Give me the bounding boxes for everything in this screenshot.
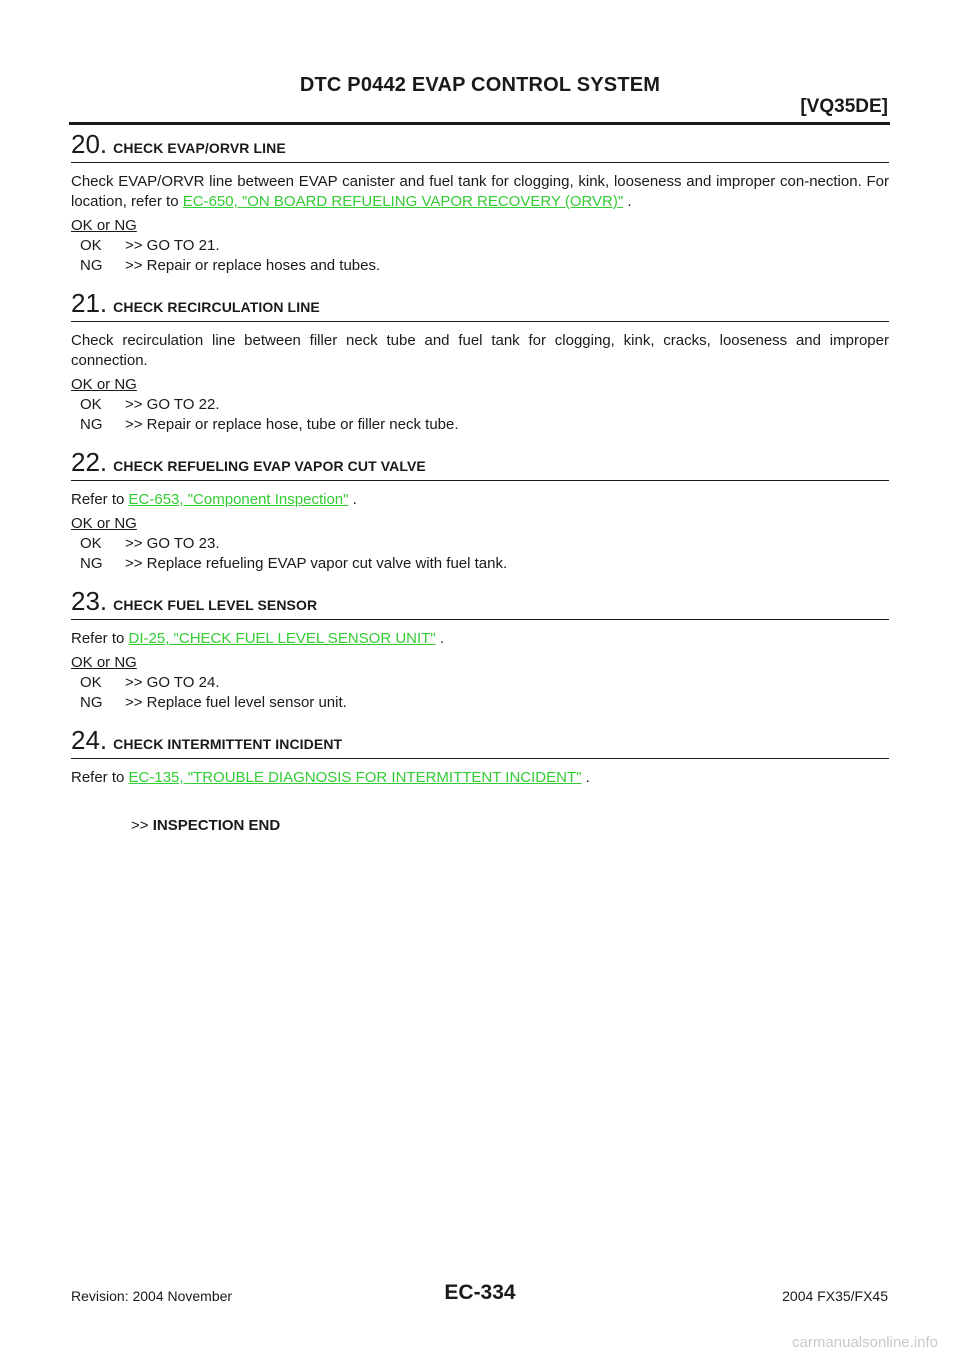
step-text-suffix: .: [348, 491, 357, 508]
engine-model-label: [VQ35DE]: [800, 96, 888, 117]
reference-link[interactable]: DI-25, "CHECK FUEL LEVEL SENSOR UNIT": [128, 630, 436, 647]
result-code: NG: [80, 694, 103, 711]
ok-or-ng-label: OK or NG: [71, 376, 137, 393]
result-ok: OK >> GO TO 24.: [80, 673, 889, 693]
step-number: 22.: [71, 447, 108, 477]
result-action: >> GO TO 23.: [125, 535, 220, 552]
result-code: NG: [80, 257, 103, 274]
step-text: Refer to: [71, 630, 129, 647]
step-20: 20. CHECK EVAP/ORVR LINE Check EVAP/ORVR…: [71, 130, 889, 276]
step-title: CHECK RECIRCULATION LINE: [113, 299, 320, 315]
result-list: OK >> GO TO 24. NG >> Replace fuel level…: [71, 673, 889, 713]
step-text-suffix: .: [435, 630, 444, 647]
step-23: 23. CHECK FUEL LEVEL SENSOR Refer to DI-…: [71, 587, 889, 713]
step-text: Refer to: [71, 769, 129, 786]
step-text-suffix: .: [623, 193, 632, 210]
end-label: INSPECTION END: [152, 817, 281, 834]
step-title: CHECK FUEL LEVEL SENSOR: [113, 597, 318, 613]
result-action: >> Repair or replace hoses and tubes.: [125, 257, 381, 274]
ok-or-ng-label: OK or NG: [71, 217, 137, 234]
header-divider: [69, 122, 890, 125]
step-title: CHECK EVAP/ORVR LINE: [113, 140, 286, 156]
step-title: CHECK REFUELING EVAP VAPOR CUT VALVE: [113, 458, 426, 474]
result-list: OK >> GO TO 22. NG >> Repair or replace …: [71, 395, 889, 435]
result-ng: NG >> Repair or replace hoses and tubes.: [80, 256, 889, 276]
step-text-suffix: .: [581, 769, 590, 786]
result-list: OK >> GO TO 21. NG >> Repair or replace …: [71, 236, 889, 276]
reference-link[interactable]: EC-135, "TROUBLE DIAGNOSIS FOR INTERMITT…: [128, 769, 582, 786]
step-text: Check EVAP/ORVR line between EVAP canist…: [71, 173, 889, 210]
result-action: >> Replace refueling EVAP vapor cut valv…: [125, 555, 508, 572]
result-code: NG: [80, 555, 103, 572]
result-action: >> GO TO 22.: [125, 396, 220, 413]
step-heading: 21. CHECK RECIRCULATION LINE: [71, 289, 889, 322]
step-description: Refer to DI-25, "CHECK FUEL LEVEL SENSOR…: [71, 629, 889, 649]
step-heading: 24. CHECK INTERMITTENT INCIDENT: [71, 726, 889, 759]
step-number: 20.: [71, 129, 108, 159]
result-list: OK >> GO TO 23. NG >> Replace refueling …: [71, 534, 889, 574]
result-ng: NG >> Replace refueling EVAP vapor cut v…: [80, 554, 889, 574]
document-body: 20. CHECK EVAP/ORVR LINE Check EVAP/ORVR…: [71, 130, 889, 836]
end-arrow: >>: [131, 817, 149, 834]
step-heading: 20. CHECK EVAP/ORVR LINE: [71, 130, 889, 163]
ok-or-ng-label: OK or NG: [71, 515, 137, 532]
result-code: OK: [80, 237, 102, 254]
step-title: CHECK INTERMITTENT INCIDENT: [113, 736, 343, 752]
watermark: carmanualsonline.info: [792, 1334, 938, 1351]
step-heading: 22. CHECK REFUELING EVAP VAPOR CUT VALVE: [71, 448, 889, 481]
step-22: 22. CHECK REFUELING EVAP VAPOR CUT VALVE…: [71, 448, 889, 574]
step-description: Check EVAP/ORVR line between EVAP canist…: [71, 172, 889, 212]
result-ok: OK >> GO TO 23.: [80, 534, 889, 554]
vehicle-model-label: 2004 FX35/FX45: [782, 1288, 888, 1304]
step-number: 24.: [71, 725, 108, 755]
step-description: Check recirculation line between filler …: [71, 332, 889, 369]
result-code: OK: [80, 535, 102, 552]
reference-link[interactable]: EC-650, "ON BOARD REFUELING VAPOR RECOVE…: [182, 193, 624, 210]
inspection-end: >> INSPECTION END: [71, 816, 889, 836]
result-action: >> GO TO 21.: [125, 237, 220, 254]
result-action: >> Replace fuel level sensor unit.: [125, 694, 347, 711]
page-number: EC-334: [444, 1281, 516, 1304]
result-ng: NG >> Replace fuel level sensor unit.: [80, 693, 889, 713]
result-code: OK: [80, 674, 102, 691]
result-ok: OK >> GO TO 21.: [80, 236, 889, 256]
result-ng: NG >> Repair or replace hose, tube or fi…: [80, 415, 889, 435]
step-description: Refer to EC-653, "Component Inspection" …: [71, 490, 889, 510]
reference-link[interactable]: EC-653, "Component Inspection": [128, 491, 349, 508]
step-heading: 23. CHECK FUEL LEVEL SENSOR: [71, 587, 889, 620]
step-21: 21. CHECK RECIRCULATION LINE Check recir…: [71, 289, 889, 435]
step-number: 23.: [71, 586, 108, 616]
page-title: DTC P0442 EVAP CONTROL SYSTEM: [299, 74, 661, 96]
result-action: >> GO TO 24.: [125, 674, 220, 691]
step-number: 21.: [71, 288, 108, 318]
result-action: >> Repair or replace hose, tube or fille…: [125, 416, 459, 433]
ok-or-ng-label: OK or NG: [71, 654, 137, 671]
result-ok: OK >> GO TO 22.: [80, 395, 889, 415]
revision-label: Revision: 2004 November: [71, 1288, 233, 1304]
step-description: Refer to EC-135, "TROUBLE DIAGNOSIS FOR …: [71, 768, 889, 788]
step-24: 24. CHECK INTERMITTENT INCIDENT Refer to…: [71, 726, 889, 788]
result-code: OK: [80, 396, 102, 413]
result-code: NG: [80, 416, 103, 433]
step-text: Refer to: [71, 491, 129, 508]
